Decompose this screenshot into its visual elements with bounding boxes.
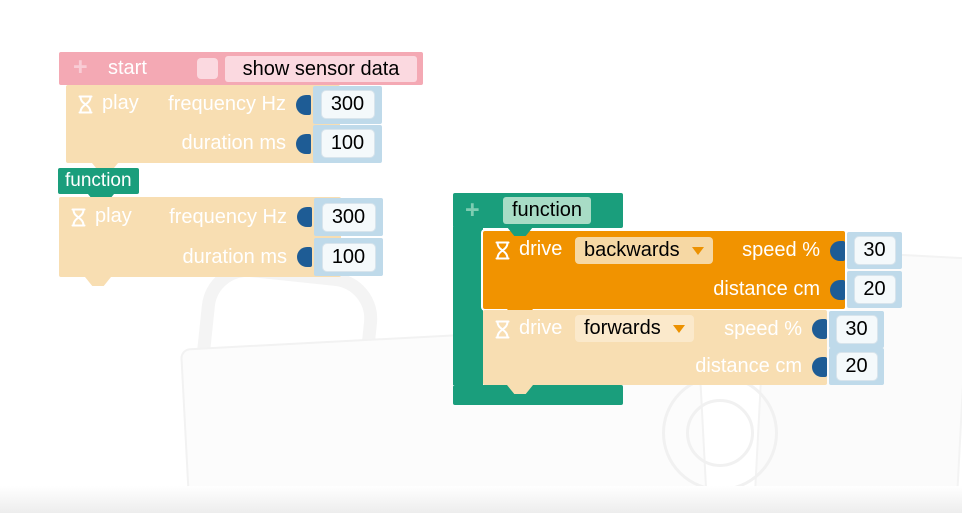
value-shadow-block[interactable]: 300 [313,85,382,124]
sensor-data-checkbox[interactable] [197,58,218,79]
drive-block-bottom-tab [507,385,533,394]
param-label: speed % [724,317,802,340]
frequency-value-field[interactable]: 300 [321,202,376,232]
value-shadow-block[interactable]: 100 [314,238,383,276]
value-shadow-block[interactable]: 30 [847,232,902,269]
function-definition-inner-tab [507,227,533,236]
play-verb-label: play [102,92,139,114]
wait-hourglass-icon [495,241,510,260]
play-verb-label: play [95,205,132,227]
param-label: distance cm [713,278,820,300]
value-shadow-block[interactable]: 30 [829,310,884,348]
expand-plus-icon[interactable]: + [73,53,88,81]
play-block-bottom-tab [85,277,111,286]
direction-dropdown[interactable]: backwards [575,237,713,264]
param-label: distance cm [695,355,802,377]
wait-hourglass-icon [495,320,510,339]
function-definition-header[interactable]: + function [453,193,623,228]
value-shadow-block[interactable]: 20 [829,348,884,385]
speed-value-field[interactable]: 30 [853,236,896,265]
watermark-bottom-band [0,486,962,513]
function-call-body[interactable]: function [58,168,139,194]
drive-verb-label: drive [519,317,563,339]
function-definition-left-bar[interactable] [453,227,483,385]
direction-dropdown-value: backwards [584,239,680,261]
function-call-label: function [65,170,132,191]
param-label: speed % [742,239,820,261]
function-definition-bottom-bar[interactable] [453,385,623,405]
dropdown-arrow-icon [672,324,685,333]
function-name-field[interactable]: function [503,197,592,224]
duration-value-field[interactable]: 100 [321,242,376,272]
value-plug-connector [812,356,827,377]
distance-value-field[interactable]: 20 [853,275,896,304]
param-label: duration ms [181,132,287,154]
value-plug-connector [812,319,827,339]
start-block-title: start [108,57,147,79]
play-block-top[interactable]: play frequency Hz 300 duration ms 100 [66,85,382,172]
wait-hourglass-icon [78,95,93,114]
distance-value-field[interactable]: 20 [835,352,878,381]
expand-plus-icon[interactable]: + [465,196,480,224]
play-block-body[interactable] [66,85,340,163]
dropdown-arrow-icon [691,246,704,255]
param-label: duration ms [182,245,288,268]
frequency-value-field[interactable]: 300 [320,90,375,119]
value-plug-connector [297,247,312,267]
value-plug-connector [296,94,311,115]
watermark-robot-wheel-hub [686,399,754,467]
value-plug-connector [296,133,311,154]
start-block[interactable]: + start show sensor data [59,52,423,94]
drive-verb-label: drive [519,238,563,260]
value-plug-connector [830,279,845,300]
play-block-bottom-tab [92,163,118,172]
value-plug-connector [830,240,845,261]
param-label: frequency Hz [169,205,287,228]
param-label: frequency Hz [168,93,286,115]
value-shadow-block[interactable]: 100 [313,124,382,163]
function-call-block[interactable]: function [58,168,178,203]
drive-forwards-block[interactable]: drive forwards speed % 30 distance cm 20 [483,310,884,395]
speed-value-field[interactable]: 30 [835,314,878,344]
play-block-body[interactable] [59,197,341,277]
direction-dropdown-value: forwards [584,317,661,339]
wait-hourglass-icon [71,208,86,227]
sensor-data-label[interactable]: show sensor data [225,56,417,82]
value-shadow-block[interactable]: 20 [847,271,902,308]
value-plug-connector [297,207,312,227]
value-shadow-block[interactable]: 300 [314,198,383,236]
play-block-bottom[interactable]: play frequency Hz 300 duration ms 100 [59,197,383,286]
direction-dropdown[interactable]: forwards [575,315,694,342]
duration-value-field[interactable]: 100 [320,129,375,158]
drive-backwards-block[interactable]: drive backwards speed % 30 distance cm 2… [483,231,902,319]
